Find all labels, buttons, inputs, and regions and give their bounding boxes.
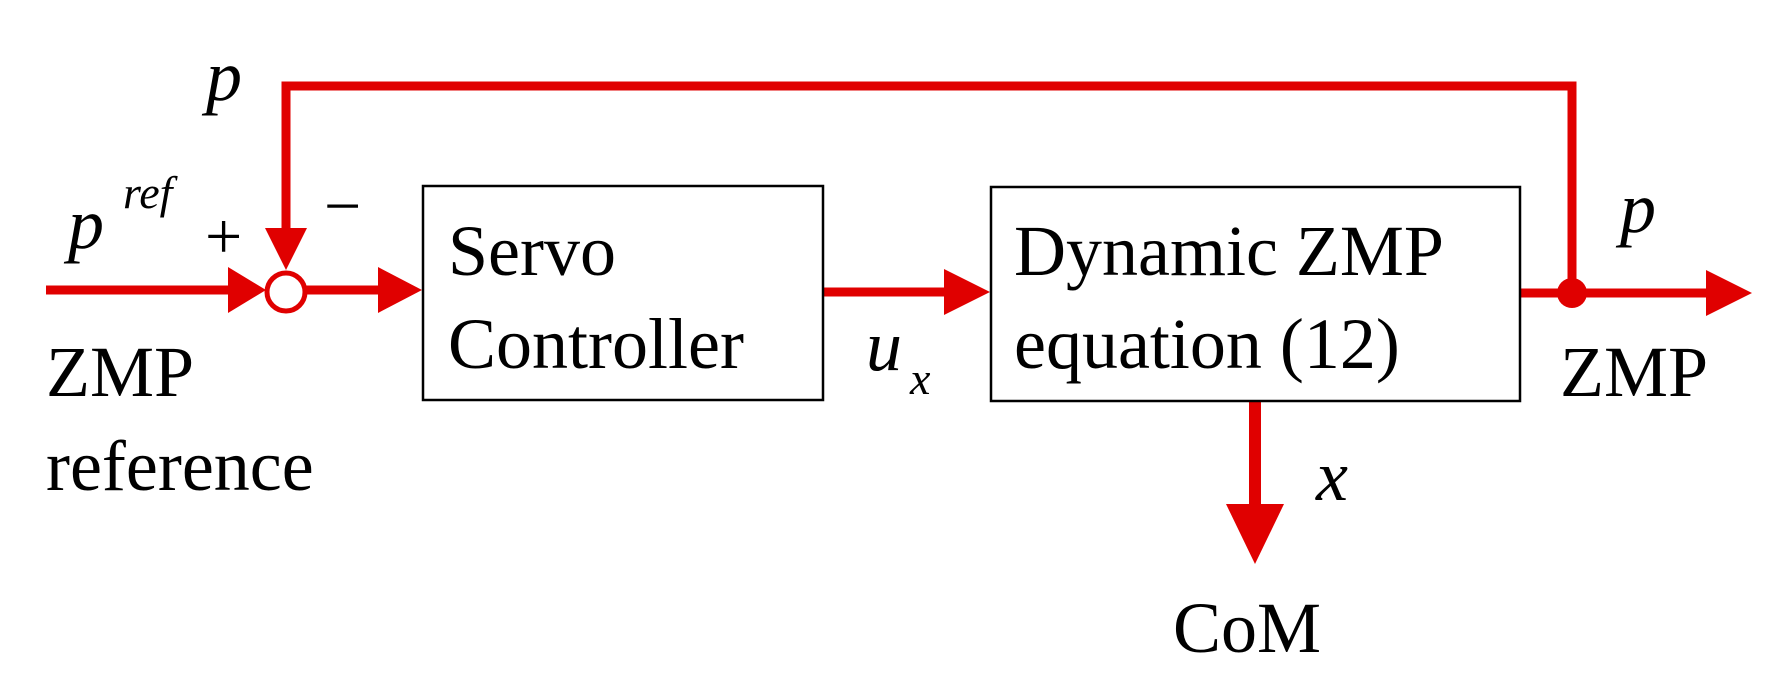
dynamics-block-line1: Dynamic ZMP	[1014, 211, 1444, 291]
branch-point-dot	[1557, 278, 1587, 308]
output-arrowhead	[1706, 270, 1752, 316]
servo-block-line1: Servo	[448, 211, 616, 291]
signal-lines	[46, 81, 1752, 564]
servo-block-line2: Controller	[448, 304, 744, 384]
control-subscript: x	[909, 353, 931, 404]
servo-controller-block: Servo Controller	[421, 184, 825, 402]
com-symbol: x	[1315, 436, 1348, 516]
input-label-reference: reference	[46, 426, 314, 506]
com-arrowhead	[1226, 504, 1284, 564]
input-symbol: p	[63, 184, 104, 264]
minus-sign: −	[324, 170, 361, 243]
input-label-zmp: ZMP	[46, 332, 194, 412]
error-arrowhead	[378, 267, 422, 313]
output-label-zmp: ZMP	[1560, 332, 1708, 412]
control-arrowhead	[944, 269, 990, 315]
feedback-arrowhead	[265, 228, 307, 270]
feedback-symbol: p	[201, 36, 242, 116]
com-label: CoM	[1173, 588, 1321, 668]
output-symbol: p	[1615, 168, 1656, 248]
summing-junction-circle	[264, 270, 308, 314]
control-symbol: u	[866, 306, 902, 386]
dynamics-block-line2: equation (12)	[1014, 304, 1400, 384]
plus-sign: +	[205, 200, 242, 273]
dynamic-zmp-block: Dynamic ZMP equation (12)	[989, 185, 1522, 403]
feedback-loop-line	[281, 81, 1577, 293]
input-superscript: ref	[123, 167, 179, 218]
input-arrowhead	[228, 267, 266, 313]
